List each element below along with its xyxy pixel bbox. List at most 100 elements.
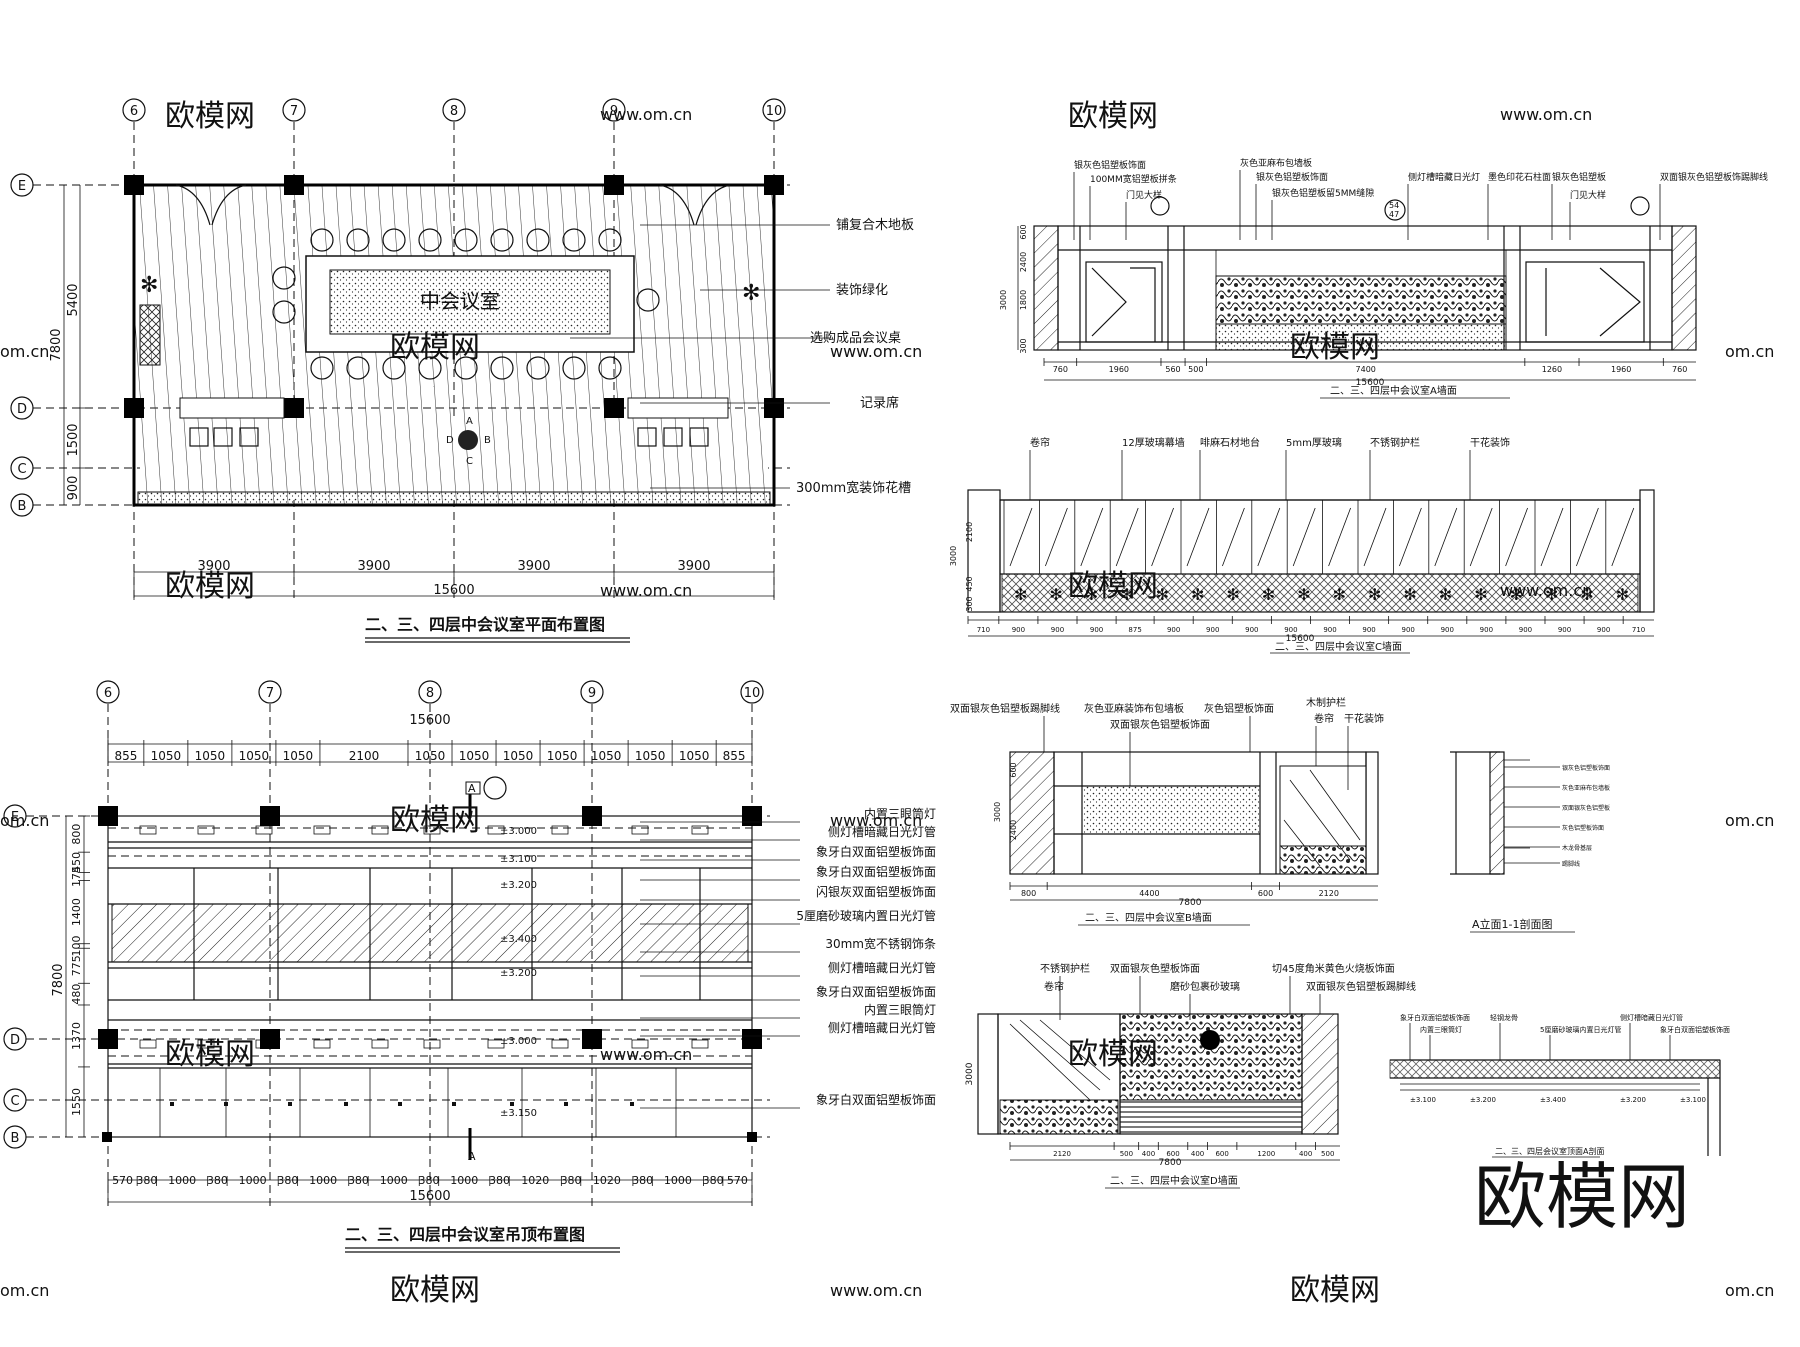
dimension: 380 xyxy=(136,1174,157,1187)
chair xyxy=(382,228,406,252)
watermark-text: 欧模网 xyxy=(165,1037,255,1072)
dimension-total: 15600 xyxy=(1356,378,1385,388)
axis-label: D xyxy=(10,1033,20,1048)
dimension: 760 xyxy=(1053,365,1068,374)
watermark-text: 欧模网 xyxy=(1290,1273,1380,1308)
chair xyxy=(490,356,514,380)
downlight xyxy=(487,825,505,835)
plant-icon: ✻ xyxy=(1120,585,1133,604)
callout: 装饰绿化 xyxy=(836,283,888,298)
elevation-tag: ±3.100 xyxy=(500,854,537,865)
dimension: 2100 xyxy=(349,749,380,763)
dimension: 3900 xyxy=(357,559,390,574)
wall-section xyxy=(1671,225,1697,351)
chair xyxy=(418,356,442,380)
section-mark-label: C xyxy=(466,456,473,467)
fabric-panel xyxy=(1081,785,1261,835)
dimension: 7400 xyxy=(1356,365,1376,374)
plant-icon: ✻ xyxy=(1191,585,1204,604)
dimension: 2400 xyxy=(1019,252,1028,272)
dimension: 875 xyxy=(1128,626,1141,634)
callout: 内置三眼筒灯 xyxy=(864,1002,936,1017)
section-label: A xyxy=(468,1150,476,1163)
watermark-text: 欧模网 xyxy=(165,99,255,134)
axis-label: C xyxy=(10,1094,19,1109)
travertine-panel xyxy=(1119,1013,1303,1101)
chair xyxy=(310,228,334,252)
dimension: 800 xyxy=(70,824,83,845)
plant-icon: ✻ xyxy=(742,281,760,306)
watermark-url: www.om.cn xyxy=(1500,581,1592,600)
ceiling-elevations: ±3.000 ±3.100 ±3.200 ±3.400 ±3.200 ±3.00… xyxy=(500,826,537,1119)
axis-label: D xyxy=(17,402,27,417)
dimension: 500 xyxy=(1120,1150,1133,1158)
watermark-url: www.om.cn xyxy=(600,105,692,124)
plant-icon: ✻ xyxy=(1297,585,1310,604)
callout: 墨色印花石柱面 xyxy=(1488,171,1551,183)
callout: 侧灯槽暗藏日光灯 xyxy=(1408,171,1480,183)
axis-label: E xyxy=(18,179,26,194)
dimension: 380 xyxy=(561,1174,582,1187)
note: 银灰色铝塑板饰面 xyxy=(1562,764,1610,772)
note: 灰色亚麻布包墙板 xyxy=(1562,784,1610,792)
dimension: 900 xyxy=(1012,626,1025,634)
axis-label: 6 xyxy=(104,686,112,701)
chair xyxy=(562,228,586,252)
dimension: 1960 xyxy=(1109,365,1129,374)
room-label: 中会议室 xyxy=(420,289,500,313)
watermark-text: 欧模网 xyxy=(390,330,480,365)
dimension: 100 xyxy=(70,935,83,956)
dimension: 1000 xyxy=(664,1174,692,1187)
downlight xyxy=(551,1039,569,1049)
dimension: 1050 xyxy=(239,749,270,763)
dimension: 5400 xyxy=(66,283,81,316)
axis-label: 6 xyxy=(130,104,138,119)
dimension: 600 xyxy=(1166,1150,1179,1158)
dimension: 775 xyxy=(70,955,83,976)
dimension: 855 xyxy=(723,749,746,763)
watermark-text: 欧模网 xyxy=(1068,1037,1158,1072)
dimension: 900 xyxy=(1323,626,1336,634)
label: 象牙白双面铝塑板饰面 xyxy=(1660,1025,1730,1034)
chair xyxy=(346,228,370,252)
ceiling-title: 二、三、四层中会议室吊顶布置图 xyxy=(345,1225,585,1244)
flower-trough xyxy=(137,491,771,505)
plan-axis-top: 6 7 8 9 10 xyxy=(122,98,786,122)
dimension: 1500 xyxy=(66,423,81,456)
chair xyxy=(526,228,550,252)
section-b-title: 二、三、四层会议室顶面A剖面 xyxy=(1495,1146,1604,1156)
dimension: 400 xyxy=(1142,1150,1155,1158)
section-marker xyxy=(458,430,478,450)
callout: 象牙白双面铝塑板饰面 xyxy=(816,844,936,859)
downlight xyxy=(631,825,649,835)
dimension: 380 xyxy=(348,1174,369,1187)
frosted-glass-band xyxy=(111,903,749,963)
dimension: 380 xyxy=(277,1174,298,1187)
dimension: 1020 xyxy=(521,1174,549,1187)
callout: 银灰色铝塑板留5MM缝隙 xyxy=(1272,187,1374,199)
ceiling-axis-top: 6 7 8 9 10 xyxy=(96,680,764,704)
dimension-total: 7800 xyxy=(51,963,66,996)
callout: 双面银灰色铝塑板踢脚线 xyxy=(1306,980,1416,993)
axis-label: 9 xyxy=(610,104,618,119)
callout: 象牙白双面铝塑板饰面 xyxy=(816,1092,936,1107)
plant-icon: ✻ xyxy=(1474,585,1487,604)
callout: 啡麻石材地台 xyxy=(1200,436,1260,449)
elevation-tag: ±3.200 xyxy=(500,968,537,979)
callout: 30mm宽不锈钢饰条 xyxy=(825,936,936,951)
watermark-url: www.om.cn xyxy=(600,581,692,600)
dimension-total: 7800 xyxy=(49,328,64,361)
axis-label: 7 xyxy=(266,686,274,701)
dimension: 1200 xyxy=(1257,1150,1275,1158)
chairs xyxy=(272,228,660,380)
dimension: 3000 xyxy=(949,546,958,566)
elevation-c-title: 二、三、四层中会议室C墙面 xyxy=(1275,640,1402,653)
callout: 象牙白双面铝塑板饰面 xyxy=(816,864,936,879)
dimension: 1050 xyxy=(503,749,534,763)
dimension: 900 xyxy=(1401,626,1414,634)
dimension: 4400 xyxy=(1139,889,1159,898)
callout: 银灰色铝塑板饰面 xyxy=(1256,171,1328,183)
detail-ref xyxy=(1384,199,1406,221)
